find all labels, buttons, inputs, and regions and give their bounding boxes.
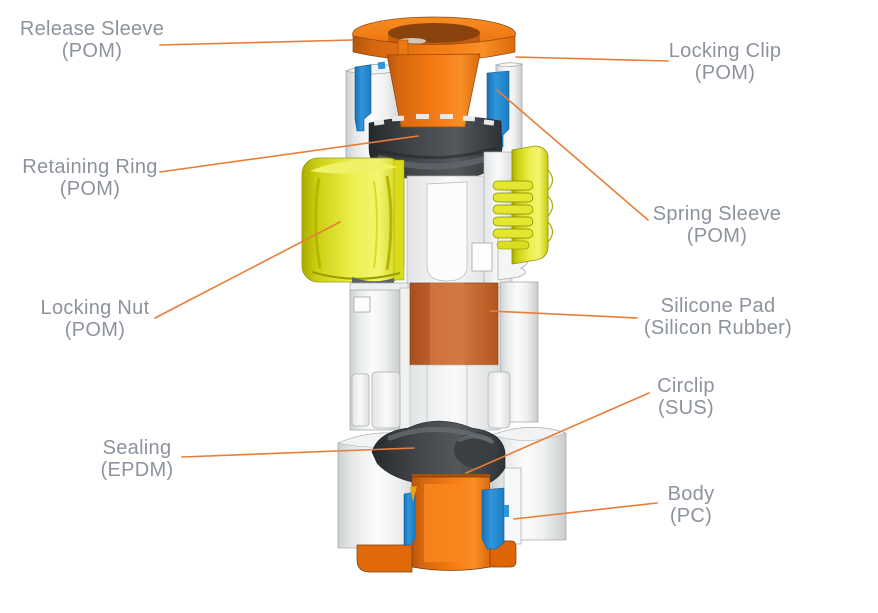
part-material: (POM): [686, 225, 748, 247]
locking-nut-leader-line: [154, 221, 341, 319]
label-retaining-ring: Retaining Ring (POM): [22, 156, 157, 200]
part-name: Retaining Ring: [22, 156, 158, 178]
circlip-part: [403, 486, 509, 550]
release-sleeve-part: [352, 16, 516, 128]
label-circlip: Circlip (SUS): [657, 375, 715, 419]
label-release-sleeve: Release Sleeve (POM): [20, 18, 164, 62]
label-sealing: Sealing (EPDM): [101, 437, 174, 481]
part-material: (EPDM): [100, 459, 174, 481]
part-name: Body: [667, 483, 715, 505]
label-spring-sleeve: Spring Sleeve (POM): [653, 203, 781, 247]
body-leader-line: [513, 502, 658, 520]
circlip-leader-line: [465, 392, 650, 474]
spring-sleeve-leader-line: [496, 89, 649, 221]
body-bottom-right-cylinder: [491, 427, 567, 545]
part-name: Silicone Pad: [660, 295, 776, 317]
locking-nut-part: [301, 145, 554, 290]
label-locking-clip: Locking Clip (POM): [669, 40, 782, 84]
leader-lines: [154, 39, 669, 520]
part-material: (POM): [61, 40, 123, 62]
sealing-leader-line: [181, 447, 415, 458]
part-material: (POM): [694, 62, 756, 84]
silicone-pad-leader-line: [489, 310, 638, 319]
locking-clip-part: [354, 64, 372, 132]
label-silicone-pad: Silicone Pad (Silicon Rubber): [644, 295, 792, 339]
label-body: Body (PC): [668, 483, 715, 527]
part-name: Locking Clip: [668, 40, 782, 62]
part-material: (SUS): [658, 397, 714, 419]
part-name: Release Sleeve: [19, 18, 165, 40]
retaining-ring-slots: [373, 114, 495, 126]
part-name: Sealing: [102, 437, 172, 459]
part-name: Locking Nut: [40, 297, 150, 319]
release-sleeve-leader-line: [159, 39, 353, 46]
locking-clip-leader-line: [515, 56, 669, 62]
label-locking-nut: Locking Nut (POM): [41, 297, 150, 341]
part-material: (POM): [59, 178, 121, 200]
body-lower-mid: [351, 364, 511, 431]
retaining-ring-leader-line: [159, 135, 419, 173]
part-material: (Silicon Rubber): [643, 317, 793, 339]
silicone-pad-part: [409, 282, 499, 366]
part-material: (POM): [64, 319, 126, 341]
part-material: (PC): [669, 505, 713, 527]
part-name: Spring Sleeve: [652, 203, 782, 225]
part-name: Circlip: [657, 375, 715, 397]
